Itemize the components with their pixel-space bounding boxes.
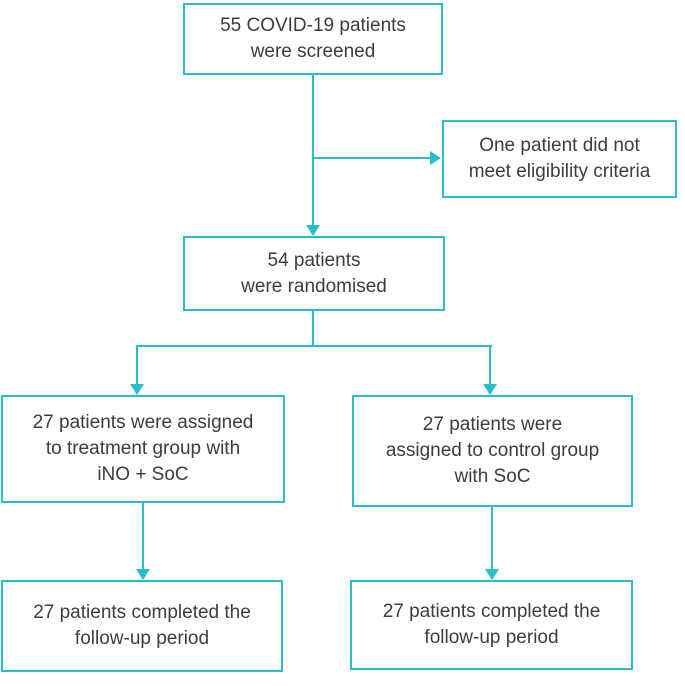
- node-control-followup: 27 patients completed the follow-up peri…: [350, 580, 633, 670]
- arrowhead-into-control-followup: [485, 569, 499, 580]
- connector-split-horizontal: [136, 345, 492, 347]
- connector-treatment-to-followup: [142, 503, 144, 570]
- node-screened: 55 COVID-19 patients were screened: [183, 3, 443, 75]
- connector-branch-not-eligible: [313, 157, 430, 159]
- connector-split-to-treatment: [136, 345, 138, 385]
- connector-randomised-to-split: [312, 311, 314, 347]
- connector-control-to-followup: [491, 507, 493, 570]
- arrowhead-into-randomised: [306, 225, 320, 236]
- node-control-group: 27 patients were assigned to control gro…: [352, 395, 633, 507]
- arrowhead-into-control-group: [483, 384, 497, 395]
- connector-screened-to-randomised: [312, 75, 314, 226]
- node-not-eligible: One patient did not meet eligibility cri…: [442, 120, 677, 198]
- node-randomised: 54 patients were randomised: [183, 236, 445, 311]
- arrowhead-into-treatment-group: [130, 384, 144, 395]
- connector-split-to-control: [489, 345, 491, 385]
- arrowhead-into-not-eligible: [430, 151, 441, 165]
- node-treatment-group: 27 patients were assigned to treatment g…: [1, 395, 285, 503]
- node-treatment-followup: 27 patients completed the follow-up peri…: [1, 580, 283, 672]
- arrowhead-into-treatment-followup: [136, 569, 150, 580]
